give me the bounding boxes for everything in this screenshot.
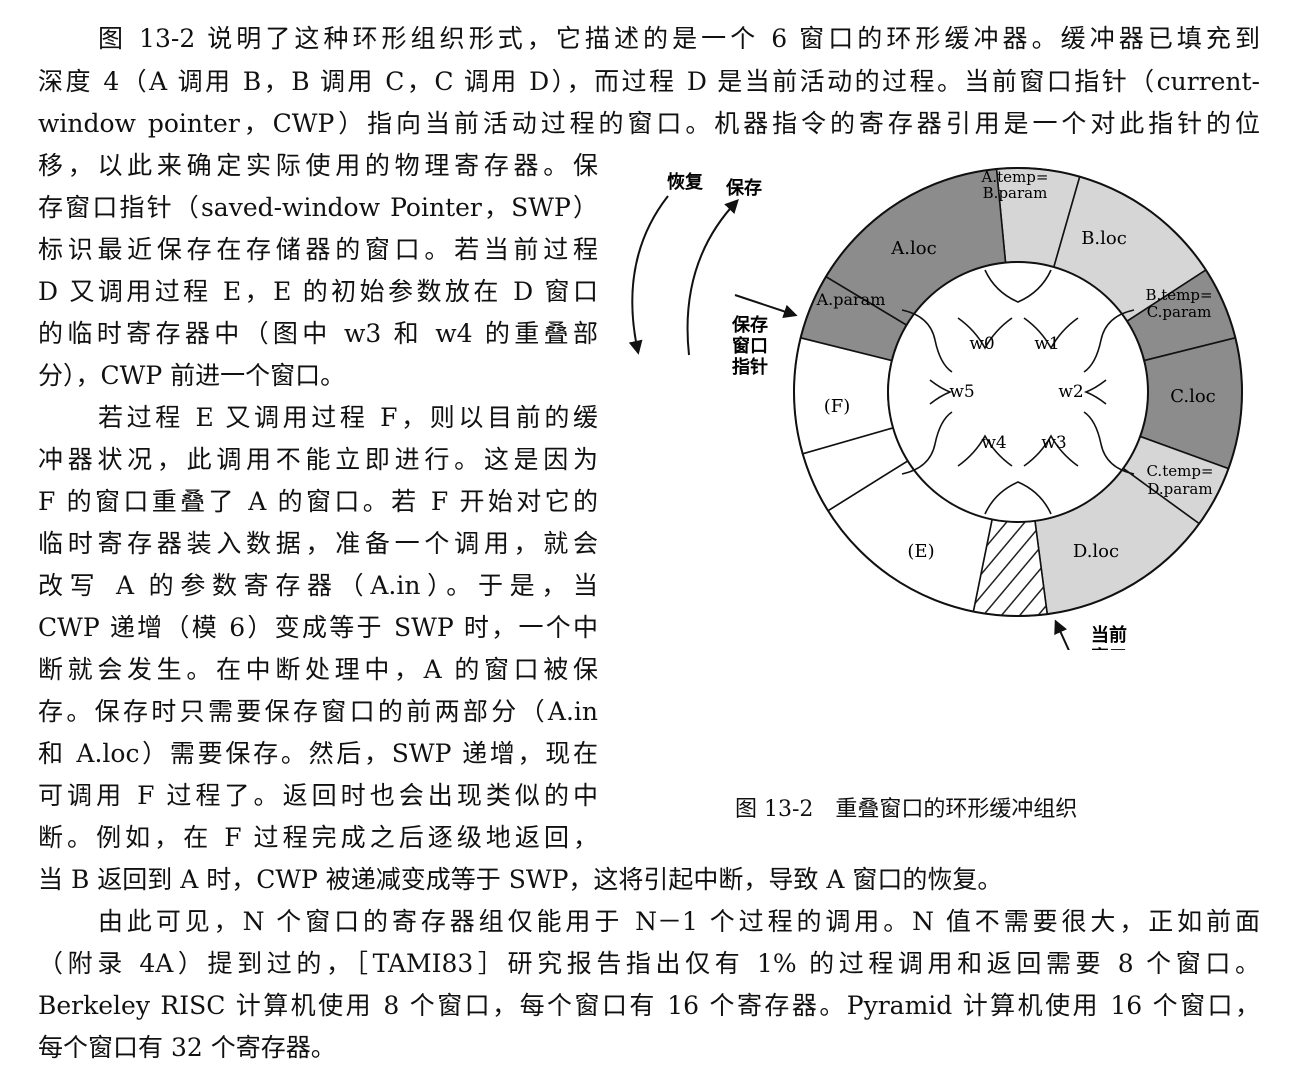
- w5-label: w5: [949, 382, 974, 402]
- cwp-arrow: [1054, 619, 1070, 650]
- f-label: (F): [824, 396, 851, 417]
- text-line: 改写 A 的参数寄存器（A.in）。于是，当: [38, 571, 598, 600]
- e-label: (E): [907, 541, 934, 562]
- swp-label-3: 指针: [732, 356, 768, 378]
- w4-label: w4: [981, 433, 1006, 453]
- text-line: 若过程 E 又调用过程 F，则以目前的缓: [98, 403, 598, 432]
- w3-label: w3: [1041, 433, 1066, 453]
- cwp-label-2: 窗口: [1091, 646, 1127, 650]
- text-line: 可调用 F 过程了。返回时也会出现类似的中: [38, 781, 598, 810]
- w1-label: w1: [1034, 334, 1059, 354]
- text-line: 移，以此来确定实际使用的物理寄存器。保: [38, 151, 598, 180]
- text-line: 临时寄存器装入数据，准备一个调用，就会: [38, 529, 598, 558]
- figure-caption: 图 13-2 重叠窗口的环形缓冲组织: [735, 797, 1078, 822]
- text-line: 冲器状况，此调用不能立即进行。这是因为: [38, 445, 598, 474]
- b-param-label: B.param: [983, 184, 1048, 202]
- text-line: CWP 递增（模 6）变成等于 SWP 时，一个中: [38, 613, 598, 642]
- ring-segments: [793, 167, 1243, 617]
- c-loc-label: C.loc: [1170, 386, 1216, 407]
- save-arrow: [686, 198, 739, 356]
- text-line: 断。例如，在 F 过程完成之后逐级地返回，: [38, 823, 598, 852]
- text-line: 当 B 返回到 A 时，CWP 被递减变成等于 SWP，这将引起中断，导致 A …: [38, 865, 1003, 894]
- d-loc-label: D.loc: [1073, 541, 1119, 562]
- inner-ring-border: [887, 261, 1149, 523]
- text-line: 和 A.loc）需要保存。然后，SWP 递增，现在: [38, 739, 598, 768]
- text-line: 由此可见，N 个窗口的寄存器组仅能用于 N－1 个过程的调用。N 值不需要很大，…: [98, 907, 1260, 936]
- restore-arrow: [628, 195, 669, 355]
- d-param-label: D.param: [1147, 480, 1212, 498]
- c-temp-label: C.temp=: [1146, 462, 1213, 480]
- swp-label-2: 窗口: [732, 335, 768, 357]
- text-line: Berkeley RISC 计算机使用 8 个窗口，每个窗口有 16 个寄存器。…: [38, 991, 1260, 1020]
- w2-label: w2: [1058, 382, 1083, 402]
- a-temp-label: A.temp=: [981, 168, 1049, 186]
- swp-arrow: [734, 294, 798, 319]
- text-line: F 的窗口重叠了 A 的窗口。若 F 开始对它的: [38, 487, 598, 516]
- text-line: （附录 4A）提到过的，［TAMI83］研究报告指出仅有 1% 的过程调用和返回…: [38, 949, 1260, 978]
- text-line: D 又调用过程 E，E 的初始参数放在 D 窗口: [38, 277, 598, 306]
- text-line: window pointer，CWP）指向当前活动过程的窗口。机器指令的寄存器引…: [38, 109, 1260, 138]
- text-line: 图 13-2 说明了这种环形组织形式，它描述的是一个 6 窗口的环形缓冲器。缓冲…: [98, 24, 1260, 53]
- text-line: 存窗口指针（saved-window Pointer，SWP）: [38, 193, 598, 222]
- b-temp-label: B.temp=: [1145, 286, 1212, 304]
- b-loc-label: B.loc: [1081, 228, 1127, 249]
- text-line: 深度 4（A 调用 B，B 调用 C，C 调用 D），而过程 D 是当前活动的过…: [38, 67, 1260, 96]
- c-param-label: C.param: [1147, 303, 1212, 321]
- text-line: 存。保存时只需要保存窗口的前两部分（A.in: [38, 697, 598, 726]
- text-line: 断就会发生。在中断处理中，A 的窗口被保: [38, 655, 598, 684]
- cwp-label-1: 当前: [1091, 624, 1127, 646]
- restore-label: 恢复: [667, 171, 704, 193]
- a-loc-label: A.loc: [890, 238, 936, 259]
- a-param-label: A.param: [816, 290, 886, 309]
- outer-ring-border: [793, 167, 1243, 617]
- window-brackets: [901, 269, 1135, 515]
- text-line: 的临时寄存器中（图中 w3 和 w4 的重叠部: [38, 319, 598, 348]
- text-line: 分），CWP 前进一个窗口。: [38, 361, 346, 390]
- swp-label-1: 保存: [731, 314, 768, 336]
- w0-label: w0: [969, 334, 994, 354]
- text-line: 每个窗口有 32 个寄存器。: [38, 1033, 336, 1062]
- save-label: 保存: [725, 177, 762, 199]
- ring-buffer-diagram: w0 w1 w2 w3 w4 w5 A.loc A.temp= B.param …: [628, 167, 1243, 650]
- text-line: 标识最近保存在存储器的窗口。若当前过程: [38, 235, 598, 264]
